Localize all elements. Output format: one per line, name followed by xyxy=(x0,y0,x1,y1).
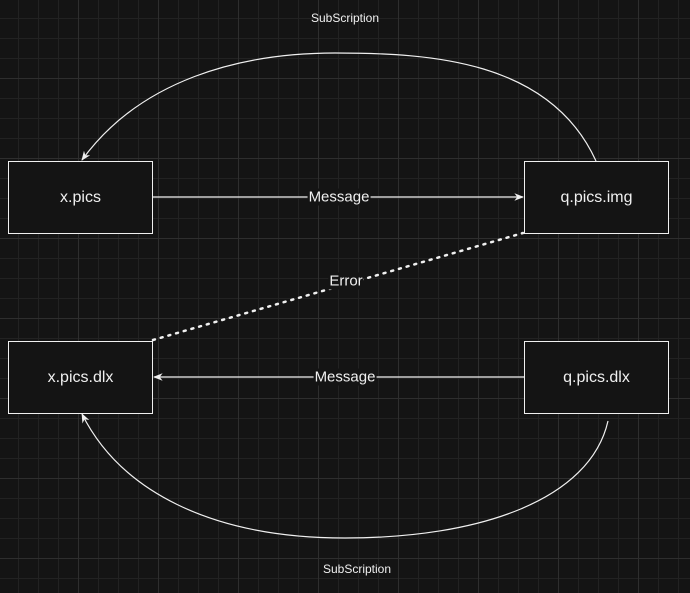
error-label: Error xyxy=(328,272,364,290)
top-message-label: Message xyxy=(307,188,371,206)
node-q-pics-dlx-label: q.pics.dlx xyxy=(563,368,630,386)
node-q-pics-img-label: q.pics.img xyxy=(560,188,633,206)
top-subscription-label: SubScription xyxy=(310,11,380,25)
node-x-pics-label: x.pics xyxy=(60,188,101,206)
node-x-pics-dlx[interactable]: x.pics.dlx xyxy=(8,341,153,414)
node-x-pics-dlx-label: x.pics.dlx xyxy=(47,368,114,386)
node-x-pics[interactable]: x.pics xyxy=(8,161,153,234)
top-subscription-arc[interactable] xyxy=(81,52,597,162)
bottom-subscription-arc[interactable] xyxy=(81,413,609,539)
node-q-pics-img[interactable]: q.pics.img xyxy=(524,161,669,234)
node-q-pics-dlx[interactable]: q.pics.dlx xyxy=(524,341,669,414)
bottom-message-label: Message xyxy=(313,368,377,386)
bottom-subscription-label: SubScription xyxy=(322,562,392,576)
